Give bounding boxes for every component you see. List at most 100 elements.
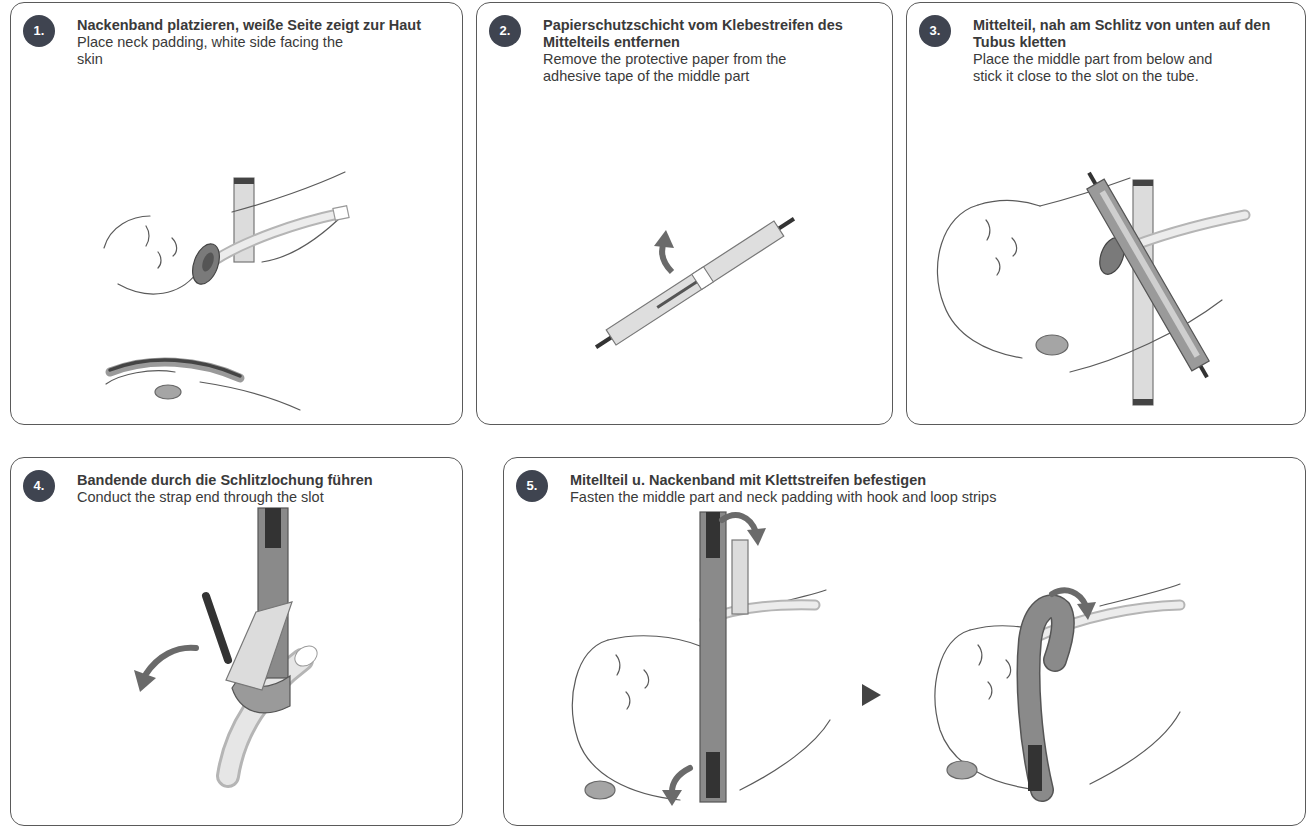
neck-strap bbox=[1133, 180, 1153, 405]
step-number: 1. bbox=[23, 15, 55, 47]
tracheal-tube bbox=[1118, 215, 1245, 252]
text-group: 1. bbox=[23, 15, 55, 47]
instruction-text-en: Place neck padding, white side facing th… bbox=[77, 34, 359, 68]
nose-line bbox=[644, 670, 649, 688]
strap-end-tab bbox=[206, 596, 228, 660]
nose-line bbox=[172, 238, 177, 256]
middle-part bbox=[258, 508, 288, 678]
neck-line bbox=[1040, 178, 1130, 206]
neck-line bbox=[1090, 712, 1180, 784]
direction-arrow bbox=[146, 648, 196, 674]
step-panel: Mittelteil, nah am Schlitz von unten auf… bbox=[906, 2, 1306, 425]
slot bbox=[656, 279, 700, 309]
middle-part-outline bbox=[1029, 606, 1063, 790]
strap-tab bbox=[1133, 180, 1153, 186]
instruction-text-de: Nackenband platzieren, weiße Seite zeigt… bbox=[77, 17, 457, 34]
step-number-badge: 5. bbox=[516, 470, 548, 502]
eye-line bbox=[616, 655, 620, 675]
hook-loop-strip bbox=[1028, 745, 1042, 791]
step-number-badge: 4. bbox=[23, 470, 55, 502]
adhesive-strip bbox=[1100, 190, 1200, 358]
ear bbox=[947, 761, 977, 779]
strap-end bbox=[1087, 172, 1208, 378]
eye-line bbox=[986, 220, 990, 240]
text-group: Mitellteil u. Nackenband mit Klettstreif… bbox=[570, 472, 1290, 506]
eye-line bbox=[626, 692, 630, 709]
arrow-head bbox=[662, 790, 682, 806]
neck-line bbox=[232, 172, 345, 212]
step5-illustration-a bbox=[572, 512, 830, 806]
neck-line bbox=[1100, 584, 1180, 606]
tracheal-tube-inner bbox=[228, 660, 302, 776]
flange-loop bbox=[232, 676, 290, 713]
hook-loop-strip bbox=[706, 512, 720, 558]
instruction-text-en: Fasten the middle part and neck padding … bbox=[570, 489, 1290, 506]
instruction-text-de: Bandende durch die Schlitzlochung führen bbox=[77, 472, 457, 489]
ear bbox=[155, 385, 181, 399]
strap-tab bbox=[265, 508, 281, 548]
direction-arrow bbox=[672, 768, 690, 792]
face-outline bbox=[104, 216, 150, 248]
tracheal-tube bbox=[228, 660, 302, 776]
step-number: 5. bbox=[516, 470, 548, 502]
flange-hole bbox=[200, 251, 216, 273]
eye-line bbox=[146, 226, 149, 246]
instruction-text-de: Papierschutzschicht vom Klebestreifen de… bbox=[543, 17, 865, 51]
neck-line bbox=[748, 590, 826, 610]
step3-illustration bbox=[937, 168, 1245, 405]
nose-line bbox=[1012, 238, 1017, 256]
step-number: 2. bbox=[489, 15, 521, 47]
tracheal-tube bbox=[705, 605, 815, 620]
strap-tab bbox=[234, 178, 254, 184]
text-group: Papierschutzschicht vom Klebestreifen de… bbox=[543, 17, 865, 85]
face-outline bbox=[978, 201, 1040, 206]
face-outline bbox=[608, 636, 700, 646]
instruction-text-en: Remove the protective paper from the adh… bbox=[543, 51, 845, 85]
text-group: 4. bbox=[23, 470, 55, 502]
tracheal-tube bbox=[212, 214, 338, 262]
tube-flange bbox=[1095, 234, 1129, 277]
step-number-badge: 1. bbox=[23, 15, 55, 47]
direction-arrow bbox=[1052, 590, 1086, 606]
step-panel: Bandende durch die Schlitzlochung führen… bbox=[10, 457, 463, 826]
shoulder-line bbox=[262, 212, 346, 262]
arrow-head bbox=[747, 528, 766, 546]
instruction-text-en: Place the middle part from below and sti… bbox=[973, 51, 1231, 85]
step1-illustration bbox=[104, 172, 349, 410]
tracheal-tube-inner bbox=[1118, 215, 1245, 252]
tracheal-tube-inner bbox=[212, 214, 338, 262]
tracheal-tube-inner bbox=[705, 605, 815, 620]
sequence-arrow bbox=[862, 684, 881, 706]
tracheal-tube bbox=[1030, 605, 1180, 640]
peel-arrow bbox=[662, 242, 672, 272]
jaw-line bbox=[118, 274, 196, 294]
text-group: Nackenband platzieren, weiße Seite zeigt… bbox=[77, 17, 457, 68]
neck-strap bbox=[732, 540, 748, 614]
shoulder-line bbox=[200, 382, 300, 410]
step-number: 4. bbox=[23, 470, 55, 502]
eye-line bbox=[996, 258, 1000, 275]
step5-illustration-b bbox=[935, 584, 1180, 791]
step2-illustration bbox=[591, 211, 799, 355]
strap-end bbox=[226, 602, 292, 690]
neck-line bbox=[1070, 300, 1222, 372]
middle-part bbox=[1029, 606, 1063, 790]
middle-part bbox=[1087, 179, 1209, 371]
text-group: Bandende durch die Schlitzlochung führen… bbox=[77, 472, 457, 506]
middle-part bbox=[606, 221, 784, 345]
instruction-text-de: Mittelteil, nah am Schlitz von unten auf… bbox=[973, 17, 1281, 51]
nose-line bbox=[1006, 660, 1011, 678]
instruction-text-en: Conduct the strap end through the slot bbox=[77, 489, 457, 506]
hook-loop-strip bbox=[706, 752, 720, 798]
instruction-text-de: Mitellteil u. Nackenband mit Klettstreif… bbox=[570, 472, 1290, 489]
neck-line bbox=[740, 720, 830, 790]
step-panel: Papierschutzschicht vom Klebestreifen de… bbox=[476, 2, 893, 425]
tube-connector bbox=[291, 642, 321, 671]
step-number: 3. bbox=[919, 15, 951, 47]
face-outline bbox=[970, 626, 1052, 636]
tracheal-tube-inner bbox=[1030, 605, 1180, 640]
direction-arrow bbox=[722, 515, 756, 532]
strap-end bbox=[595, 217, 795, 349]
arrow-head bbox=[1077, 602, 1096, 620]
